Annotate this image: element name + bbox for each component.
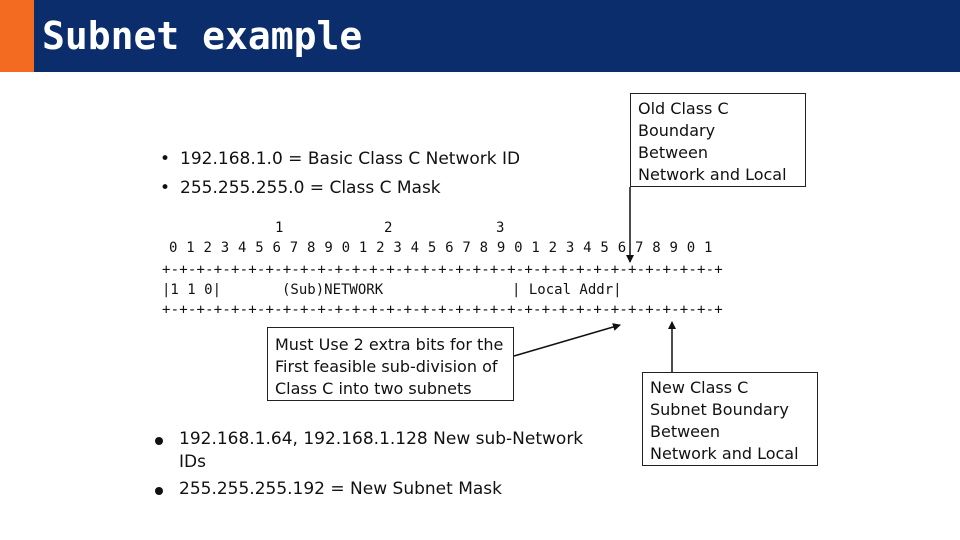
- callout-line: First feasible sub-division of: [275, 357, 498, 376]
- bullet-class-c-mask: 255.255.255.0 = Class C Mask: [160, 174, 520, 203]
- bit-tens-label: 1: [275, 220, 284, 236]
- title-accent-bar: [0, 0, 34, 72]
- extra-bits-arrow: [513, 323, 621, 357]
- callout-line: Between: [638, 143, 709, 162]
- callout-line: Class C into two subnets: [275, 379, 472, 398]
- bit-tens-label: 3: [496, 220, 505, 236]
- title-bar: [34, 0, 960, 72]
- callout-line: Subnet Boundary: [650, 400, 789, 419]
- callout-line: Old Class C: [638, 99, 729, 118]
- callout-line: Must Use 2 extra bits for the: [275, 335, 504, 354]
- callout-line: Network and Local: [650, 444, 799, 463]
- bit-index-row: 0 1 2 3 4 5 6 7 8 9 0 1 2 3 4 5 6 7 8 9 …: [169, 240, 713, 256]
- callout-line: New Class C: [650, 378, 749, 397]
- extra-bits-callout: Must Use 2 extra bits for the First feas…: [267, 327, 514, 401]
- old-boundary-callout: Old Class C Boundary Between Network and…: [630, 93, 806, 187]
- bullet-new-subnetwork-ids: 192.168.1.64, 192.168.1.128 New sub-Netw…: [155, 428, 609, 474]
- new-boundary-callout: New Class C Subnet Boundary Between Netw…: [642, 372, 818, 466]
- bit-tens-label: 2: [384, 220, 393, 236]
- slide-title: Subnet example: [42, 14, 363, 58]
- callout-line: Boundary: [638, 121, 716, 140]
- bullet-network-id: 192.168.1.0 = Basic Class C Network ID: [160, 145, 520, 174]
- bullet-new-subnet-mask: 255.255.255.192 = New Subnet Mask: [155, 478, 609, 501]
- field-network: (Sub)NETWORK: [282, 282, 384, 298]
- callout-line: Between: [650, 422, 721, 441]
- bottom-bullet-list: 192.168.1.64, 192.168.1.128 New sub-Netw…: [155, 428, 609, 501]
- field-class-bits: |1 1 0|: [162, 282, 222, 298]
- diagram-border-top: +-+-+-+-+-+-+-+-+-+-+-+-+-+-+-+-+-+-+-+-…: [162, 262, 723, 278]
- diagram-border-bottom: +-+-+-+-+-+-+-+-+-+-+-+-+-+-+-+-+-+-+-+-…: [162, 302, 723, 318]
- field-local-addr: | Local Addr|: [512, 282, 622, 298]
- callout-line: Network and Local: [638, 165, 787, 184]
- top-bullet-list: 192.168.1.0 = Basic Class C Network ID 2…: [160, 145, 520, 203]
